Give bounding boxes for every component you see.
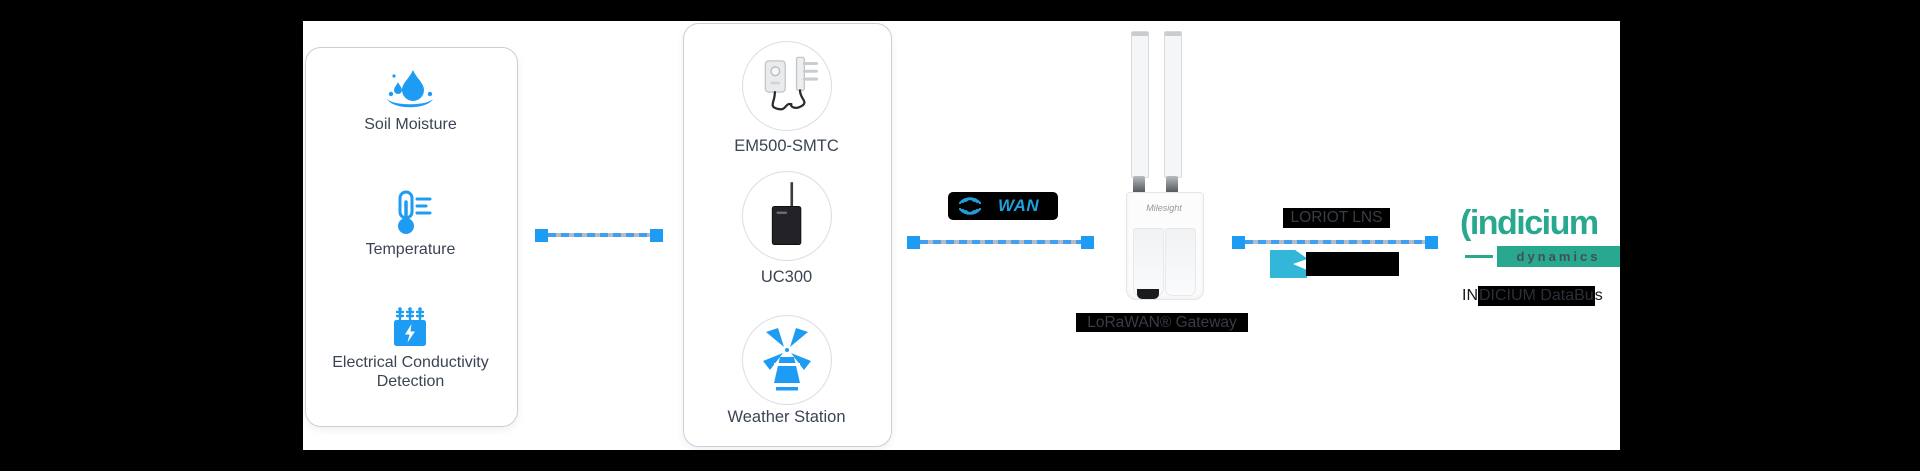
device-label-em500: EM500-SMTC — [734, 137, 839, 155]
sensor-label-electrical-conductivity: Electrical Conductivity Detection — [305, 353, 516, 391]
lora-signal-icon — [958, 197, 982, 215]
databus-highlighted: DICIUM DataBu — [1478, 286, 1595, 306]
indicium-dynamics-bar: dynamics — [1497, 246, 1620, 267]
connector3-endpoint-right — [1425, 236, 1438, 249]
sensor-label-line1: Electrical Conductivity — [332, 354, 489, 371]
em500-smtc-circle — [742, 41, 832, 131]
gateway-front-panel-left — [1133, 228, 1164, 296]
diagram-canvas — [303, 21, 1620, 450]
databus-prefix: IN — [1462, 287, 1478, 304]
connector3-dashes — [1245, 240, 1425, 244]
databus-suffix: s — [1594, 287, 1603, 304]
gateway-antenna-joint-left — [1133, 176, 1145, 194]
uc300-device — [771, 182, 802, 246]
electrical-conductivity-icon — [394, 307, 426, 346]
sensor-label-temperature: Temperature — [365, 241, 456, 258]
connector2-endpoint-left — [907, 236, 920, 249]
gateway-antenna-joint-right — [1166, 176, 1178, 194]
connector3-line — [1245, 240, 1425, 244]
weather-station-icon — [763, 328, 811, 391]
gateway-brand-text: Milesight — [1146, 203, 1182, 213]
indicium-dynamics-text: dynamics — [1516, 249, 1601, 264]
connector2-dashes — [920, 240, 1081, 244]
indicium-logo-text: indicium — [1469, 204, 1599, 242]
indicium-databus-label: INDICIUM DataBus — [1462, 286, 1603, 306]
weather-station-circle — [742, 315, 832, 405]
loriot-logo-notch — [1293, 259, 1307, 270]
connector1-endpoint-left — [535, 229, 548, 242]
connector3-endpoint-left — [1232, 236, 1245, 249]
connector1-line — [548, 233, 650, 237]
device-label-uc300: UC300 — [760, 268, 813, 286]
uc300-circle — [742, 171, 832, 261]
gateway-mount-foot — [1137, 289, 1159, 299]
lorawan-wan-text: WAN — [998, 196, 1040, 215]
connector2-line — [920, 240, 1081, 244]
gateway-antenna-right — [1164, 31, 1182, 178]
sensor-label-soil-moisture: Soil Moisture — [364, 116, 457, 133]
lorawan-logo: WAN — [948, 192, 1058, 220]
em500-smtc-device — [764, 56, 818, 111]
indicium-dynamics-dash — [1465, 255, 1493, 258]
indicium-logo: (indicium — [1460, 204, 1628, 243]
gateway-antenna-left — [1131, 31, 1149, 178]
soil-moisture-icon — [387, 70, 433, 108]
loriot-lns-label-box: LORIOT LNS — [1283, 208, 1390, 228]
gateway-front-panel-right — [1165, 228, 1196, 296]
connector1-endpoint-right — [650, 229, 663, 242]
loriot-lns-label: LORIOT LNS — [1290, 209, 1383, 226]
connector1-dashes — [548, 233, 650, 237]
device-label-weather-station: Weather Station — [727, 408, 846, 426]
connector2-endpoint-right — [1081, 236, 1094, 249]
loriot-logo-wordmark-box — [1306, 252, 1399, 276]
gateway-label-box: LoRaWAN® Gateway — [1076, 313, 1248, 332]
sensor-label-line2: Detection — [376, 373, 445, 390]
sensor-group-box — [305, 47, 518, 427]
gateway-label: LoRaWAN® Gateway — [1087, 313, 1237, 331]
indicium-logo-mark: ( — [1460, 204, 1471, 242]
temperature-icon — [398, 190, 432, 234]
